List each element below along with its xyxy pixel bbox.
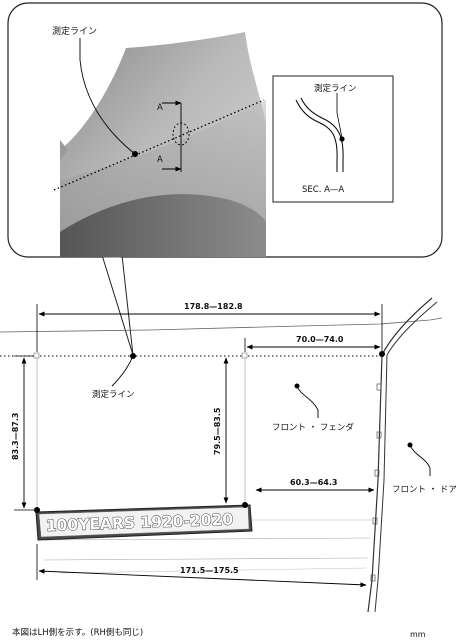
unit-label: mm	[410, 630, 426, 639]
dim-left-height: 83.3—87.3	[11, 355, 34, 511]
emblem-right-point	[242, 502, 248, 508]
dim-top-width: 178.8—182.8	[38, 302, 381, 317]
main-measure-label: 測定ライン	[92, 389, 135, 400]
dim-inner-height-value: 79.5—83.5	[213, 407, 222, 455]
dim-door-gap-value: 60.3—64.3	[290, 478, 337, 487]
emblem-plate: 100YEARS 1920-2020	[34, 502, 253, 541]
dim-top-width-value: 178.8—182.8	[184, 302, 243, 311]
emblem-left-point	[34, 507, 40, 513]
footer-note: 本図はLH側を示す。(RH側も同じ)	[12, 628, 144, 638]
door-edge-point	[379, 351, 385, 357]
dim-bottom-width: 171.5—175.5	[36, 544, 367, 588]
dim-left-height-value: 83.3—87.3	[11, 413, 20, 460]
section-inset-box: 測定ライン SEC. A—A	[272, 75, 394, 203]
dim-bottom-width-value: 171.5—175.5	[180, 566, 239, 575]
section-a-top-label: A	[157, 103, 163, 113]
inset-measure-point	[339, 136, 345, 142]
callout-bubble: 測定ライン A A 測定ライン SEC. A—A	[7, 2, 443, 356]
inset-measure-label: 測定ライン	[314, 83, 357, 94]
inset-caption: SEC. A—A	[302, 185, 344, 195]
dim-door-gap: 60.3—64.3	[255, 478, 375, 493]
dim-right-offset: 70.0—74.0	[246, 335, 381, 350]
section-a-bottom-label: A	[157, 155, 163, 165]
fender-label: フロント ・ フェンダ	[272, 422, 354, 433]
dim-inner-height: 79.5—83.5	[213, 357, 229, 504]
fender-closeup-render	[60, 32, 266, 257]
door-label: フロント ・ ドア	[392, 485, 457, 495]
callout-measure-label: 測定ライン	[52, 25, 97, 37]
section-cut-marker: A A	[157, 100, 190, 172]
dim-right-offset-value: 70.0—74.0	[296, 335, 344, 344]
